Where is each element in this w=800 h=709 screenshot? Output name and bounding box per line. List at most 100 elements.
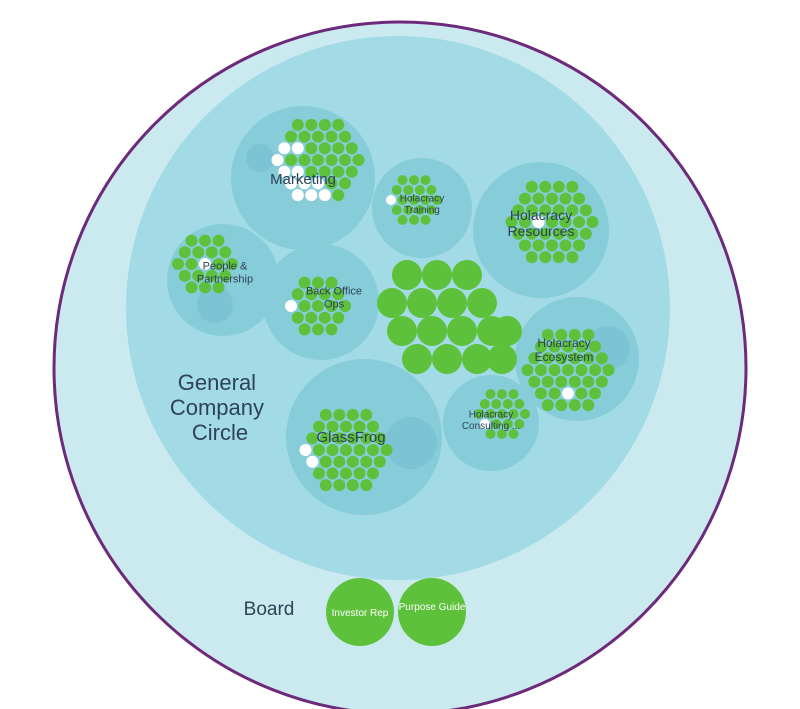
back-office-ops-role[interactable] (291, 311, 304, 324)
holacracy-training-role[interactable] (397, 175, 408, 186)
glassfrog-role[interactable] (299, 444, 312, 456)
glassfrog-role[interactable] (346, 479, 359, 492)
marketing-role[interactable] (285, 177, 297, 190)
marketing-role[interactable] (312, 177, 324, 190)
glassfrog-role[interactable] (353, 444, 366, 456)
holacracy-ecosystem-role[interactable] (555, 399, 568, 412)
marketing-role[interactable] (291, 189, 304, 202)
people-partnership-role[interactable] (172, 258, 184, 270)
glassfrog-subcircle-dot[interactable] (385, 417, 437, 469)
marketing-role[interactable] (339, 154, 351, 166)
glassfrog-role[interactable] (346, 432, 359, 445)
general-role[interactable] (432, 344, 462, 374)
holacracy-ecosystem-role[interactable] (589, 387, 601, 400)
glassfrog-role[interactable] (333, 432, 346, 445)
marketing-role[interactable] (298, 154, 311, 166)
holacracy-ecosystem-role[interactable] (568, 399, 581, 412)
holacracy-ecosystem-role[interactable] (582, 375, 595, 388)
marketing-role[interactable] (291, 118, 304, 131)
people-partnership-role[interactable] (219, 269, 232, 282)
marketing-role[interactable] (271, 154, 284, 166)
glassfrog-role[interactable] (340, 444, 352, 456)
general-role[interactable] (467, 288, 497, 318)
holacracy-resources-role[interactable] (586, 216, 599, 228)
people-partnership-role[interactable] (226, 258, 238, 270)
glassfrog-role[interactable] (360, 479, 373, 492)
circle-glassfrog[interactable]: GlassFrog (286, 359, 442, 515)
holacracy-training-role[interactable] (397, 195, 408, 205)
marketing-role[interactable] (345, 165, 358, 178)
holacracy-consulting-role[interactable] (474, 409, 484, 419)
holacracy-training-role[interactable] (426, 185, 437, 195)
people-partnership-role[interactable] (219, 246, 232, 259)
holacracy-ecosystem-role[interactable] (548, 340, 561, 353)
back-office-ops-role[interactable] (291, 288, 304, 301)
holacracy-ecosystem-role[interactable] (575, 387, 588, 400)
holacracy-ecosystem-role[interactable] (548, 364, 561, 376)
people-partnership-role[interactable] (199, 258, 211, 270)
glassfrog-role[interactable] (353, 467, 366, 480)
holacracy-resources-role[interactable] (512, 204, 525, 217)
holacracy-consulting-role[interactable] (485, 409, 496, 419)
people-partnership-role[interactable] (192, 246, 205, 259)
people-partnership-role[interactable] (199, 234, 211, 247)
general-role[interactable] (377, 288, 407, 318)
holacracy-resources-role[interactable] (519, 192, 531, 205)
people-partnership-subcircle-dot[interactable] (197, 287, 233, 323)
holacracy-consulting-role[interactable] (502, 419, 513, 429)
glassfrog-role[interactable] (367, 444, 379, 456)
holacracy-ecosystem-role[interactable] (528, 375, 541, 388)
holacracy-resources-role[interactable] (559, 239, 572, 252)
holacracy-resources-role[interactable] (552, 180, 565, 193)
holacracy-resources-role[interactable] (546, 216, 558, 228)
marketing-role[interactable] (339, 130, 351, 143)
general-role[interactable] (402, 344, 432, 374)
holacracy-ecosystem-role[interactable] (541, 328, 554, 341)
holacracy-consulting-role[interactable] (514, 419, 525, 429)
holacracy-ecosystem-role[interactable] (555, 352, 568, 365)
holacracy-resources-role[interactable] (525, 227, 538, 240)
people-partnership-role[interactable] (185, 258, 198, 270)
glassfrog-role[interactable] (313, 467, 325, 480)
people-partnership-role[interactable] (212, 281, 225, 294)
holacracy-training-role[interactable] (409, 214, 419, 225)
holacracy-ecosystem-role[interactable] (562, 387, 574, 400)
back-office-ops-role[interactable] (312, 276, 324, 289)
back-office-ops-role[interactable] (305, 311, 318, 324)
marketing-role[interactable] (332, 189, 345, 202)
holacracy-consulting-role[interactable] (491, 399, 502, 409)
back-office-ops-role[interactable] (285, 300, 297, 312)
glassfrog-role[interactable] (313, 420, 325, 433)
holacracy-training-role[interactable] (420, 195, 431, 205)
people-partnership-role[interactable] (185, 281, 198, 294)
holacracy-resources-role[interactable] (552, 204, 565, 217)
circle-marketing[interactable]: Marketing (231, 106, 375, 250)
glassfrog-role[interactable] (367, 467, 379, 480)
glassfrog-role[interactable] (367, 420, 379, 433)
holacracy-training-role[interactable] (420, 214, 431, 225)
holacracy-training-role[interactable] (420, 175, 431, 186)
people-partnership-role[interactable] (178, 269, 191, 282)
back-office-ops-role[interactable] (298, 276, 311, 289)
holacracy-ecosystem-role[interactable] (582, 399, 595, 412)
general-role[interactable] (437, 288, 467, 318)
general-role[interactable] (387, 316, 417, 346)
holacracy-ecosystem-role[interactable] (535, 387, 547, 400)
holacracy-resources-role[interactable] (539, 204, 552, 217)
people-partnership-role[interactable] (212, 234, 225, 247)
holacracy-ecosystem-role[interactable] (575, 364, 588, 376)
glassfrog-role[interactable] (333, 455, 346, 468)
people-partnership-role[interactable] (185, 234, 198, 247)
glassfrog-role[interactable] (319, 479, 332, 492)
holacracy-consulting-role[interactable] (497, 428, 507, 439)
glassfrog-role[interactable] (353, 420, 366, 433)
holacracy-training-role[interactable] (403, 205, 414, 215)
glassfrog-role[interactable] (319, 432, 332, 445)
holacracy-resources-role[interactable] (519, 216, 531, 228)
back-office-ops-role[interactable] (325, 323, 338, 336)
glassfrog-role[interactable] (326, 444, 339, 456)
holacracy-resources-role[interactable] (573, 192, 585, 205)
holacracy-resources-role[interactable] (559, 216, 572, 228)
holacracy-consulting-role[interactable] (520, 409, 530, 419)
